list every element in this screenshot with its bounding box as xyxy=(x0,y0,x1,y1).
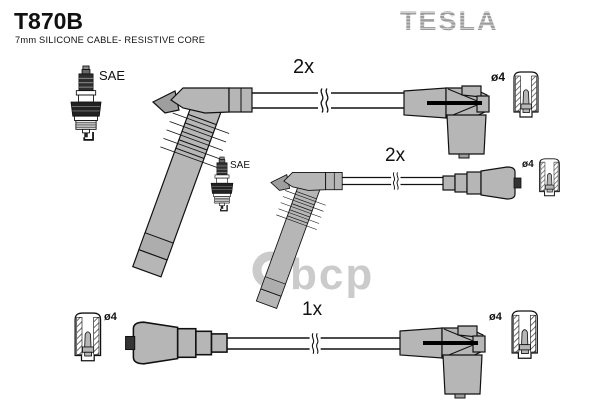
cable-break-mark xyxy=(317,86,332,115)
quantity-label: 1x xyxy=(302,299,323,320)
part-number: T870B xyxy=(14,8,83,34)
cable-row-1: SAE 2x ø4 xyxy=(70,56,539,283)
diameter-label-left: ø4 xyxy=(104,311,118,323)
sae-label: SAE xyxy=(230,160,250,171)
brand-logo: TESLA xyxy=(400,6,499,36)
terminal-section-icon xyxy=(539,158,560,197)
spark-plug-icon xyxy=(70,65,102,141)
straight-connector-icon xyxy=(124,321,228,365)
cable-break-mark xyxy=(309,331,322,356)
quantity-label: 2x xyxy=(385,145,406,166)
cable-row-2: SAE 2x ø4 xyxy=(210,145,560,313)
cable-break-mark xyxy=(390,171,401,191)
diameter-label: ø4 xyxy=(522,159,534,170)
straight-connector-icon xyxy=(442,166,522,200)
elbow-connector-icon xyxy=(403,85,490,159)
watermark-text: bcp xyxy=(290,250,374,299)
terminal-section-icon xyxy=(74,312,102,362)
terminal-section-icon xyxy=(511,310,538,359)
cable-row-3: ø4 1x ø4 xyxy=(74,299,538,399)
sae-label: SAE xyxy=(99,68,125,83)
elbow-connector-icon xyxy=(399,325,486,399)
diameter-label: ø4 xyxy=(491,70,505,84)
subtitle: 7mm SILICONE CABLE- RESISTIVE CORE xyxy=(15,35,205,45)
diameter-label-right: ø4 xyxy=(489,311,503,323)
quantity-label: 2x xyxy=(293,56,314,78)
terminal-section-icon xyxy=(513,71,539,118)
